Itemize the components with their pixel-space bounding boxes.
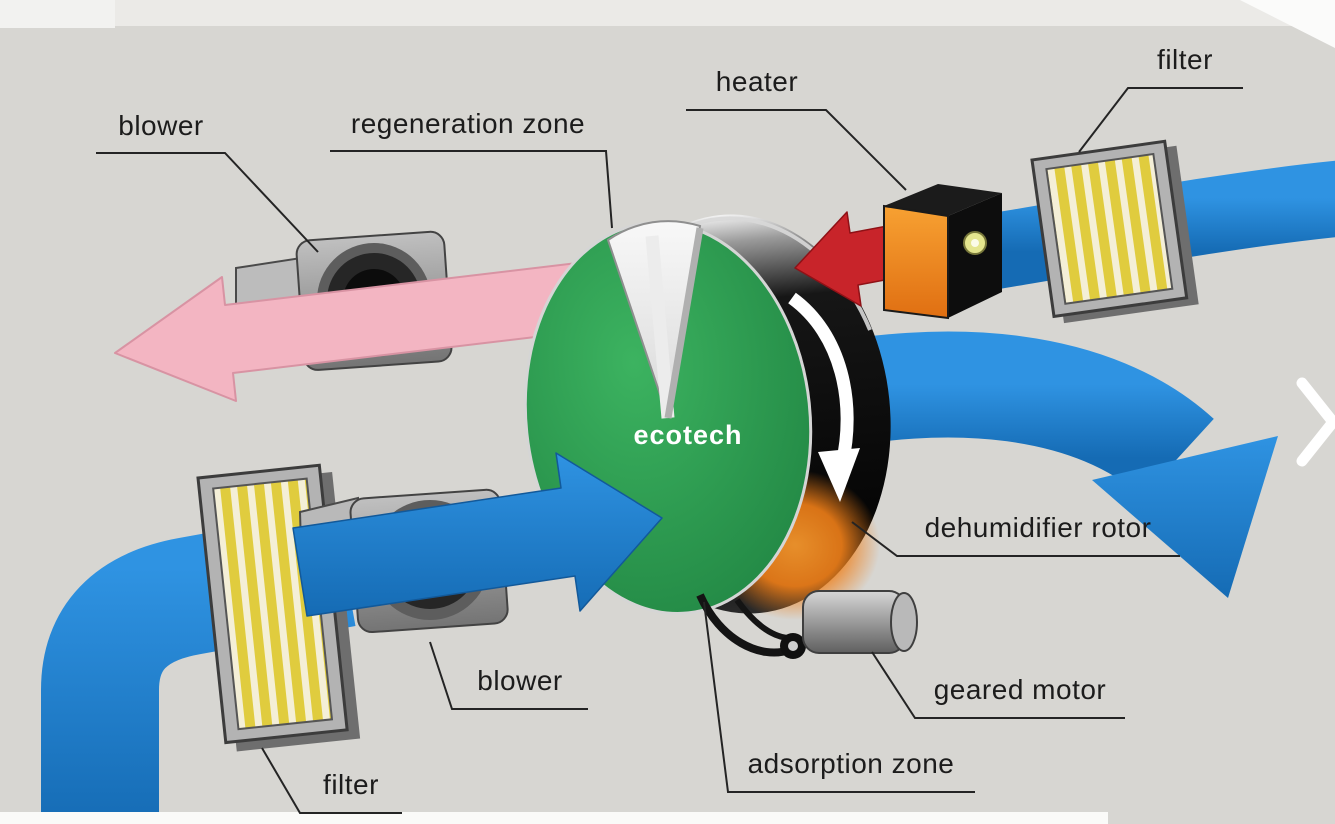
label-geared-motor: geared motor bbox=[933, 674, 1107, 705]
label-adsorption-zone: adsorption zone bbox=[747, 748, 955, 779]
bottom-strip bbox=[0, 812, 1108, 824]
leader-heater bbox=[686, 109, 907, 191]
leader-regeneration-zone bbox=[330, 150, 613, 229]
geared-motor-unit bbox=[696, 590, 918, 659]
rotation-arrow-icon bbox=[788, 292, 854, 466]
label-heater: heater bbox=[715, 66, 799, 97]
intake-duct bbox=[41, 509, 356, 824]
label-blower-bottom: blower bbox=[477, 665, 563, 696]
leader-blower-top bbox=[96, 152, 319, 253]
label-filter-bottom-left: filter bbox=[323, 769, 379, 800]
label-filter-top-right: filter bbox=[1157, 44, 1213, 75]
leader-geared-motor bbox=[871, 651, 1125, 719]
rotor-brand-text: ecotech bbox=[633, 420, 743, 450]
process-air-arrow-blue bbox=[292, 452, 663, 617]
top-left-corner bbox=[0, 0, 115, 28]
leader-filter-bottom bbox=[261, 747, 402, 814]
leader-filter-top bbox=[1078, 87, 1243, 153]
label-blower-top: blower bbox=[118, 110, 204, 141]
label-dehumidifier-rotor: dehumidifier rotor bbox=[924, 512, 1152, 543]
top-right-corner bbox=[1240, 0, 1335, 48]
chevron-right-icon[interactable] bbox=[1296, 377, 1335, 467]
leader-adsorption-zone bbox=[703, 601, 975, 793]
leader-blower-bottom bbox=[429, 641, 588, 710]
leader-dehumidifier-rotor bbox=[851, 521, 1180, 557]
heater-box bbox=[883, 184, 1002, 320]
label-regeneration-zone: regeneration zone bbox=[350, 108, 586, 139]
leader-lines bbox=[96, 87, 1243, 814]
top-strip bbox=[0, 0, 1335, 26]
filter-top-right bbox=[1030, 139, 1199, 324]
